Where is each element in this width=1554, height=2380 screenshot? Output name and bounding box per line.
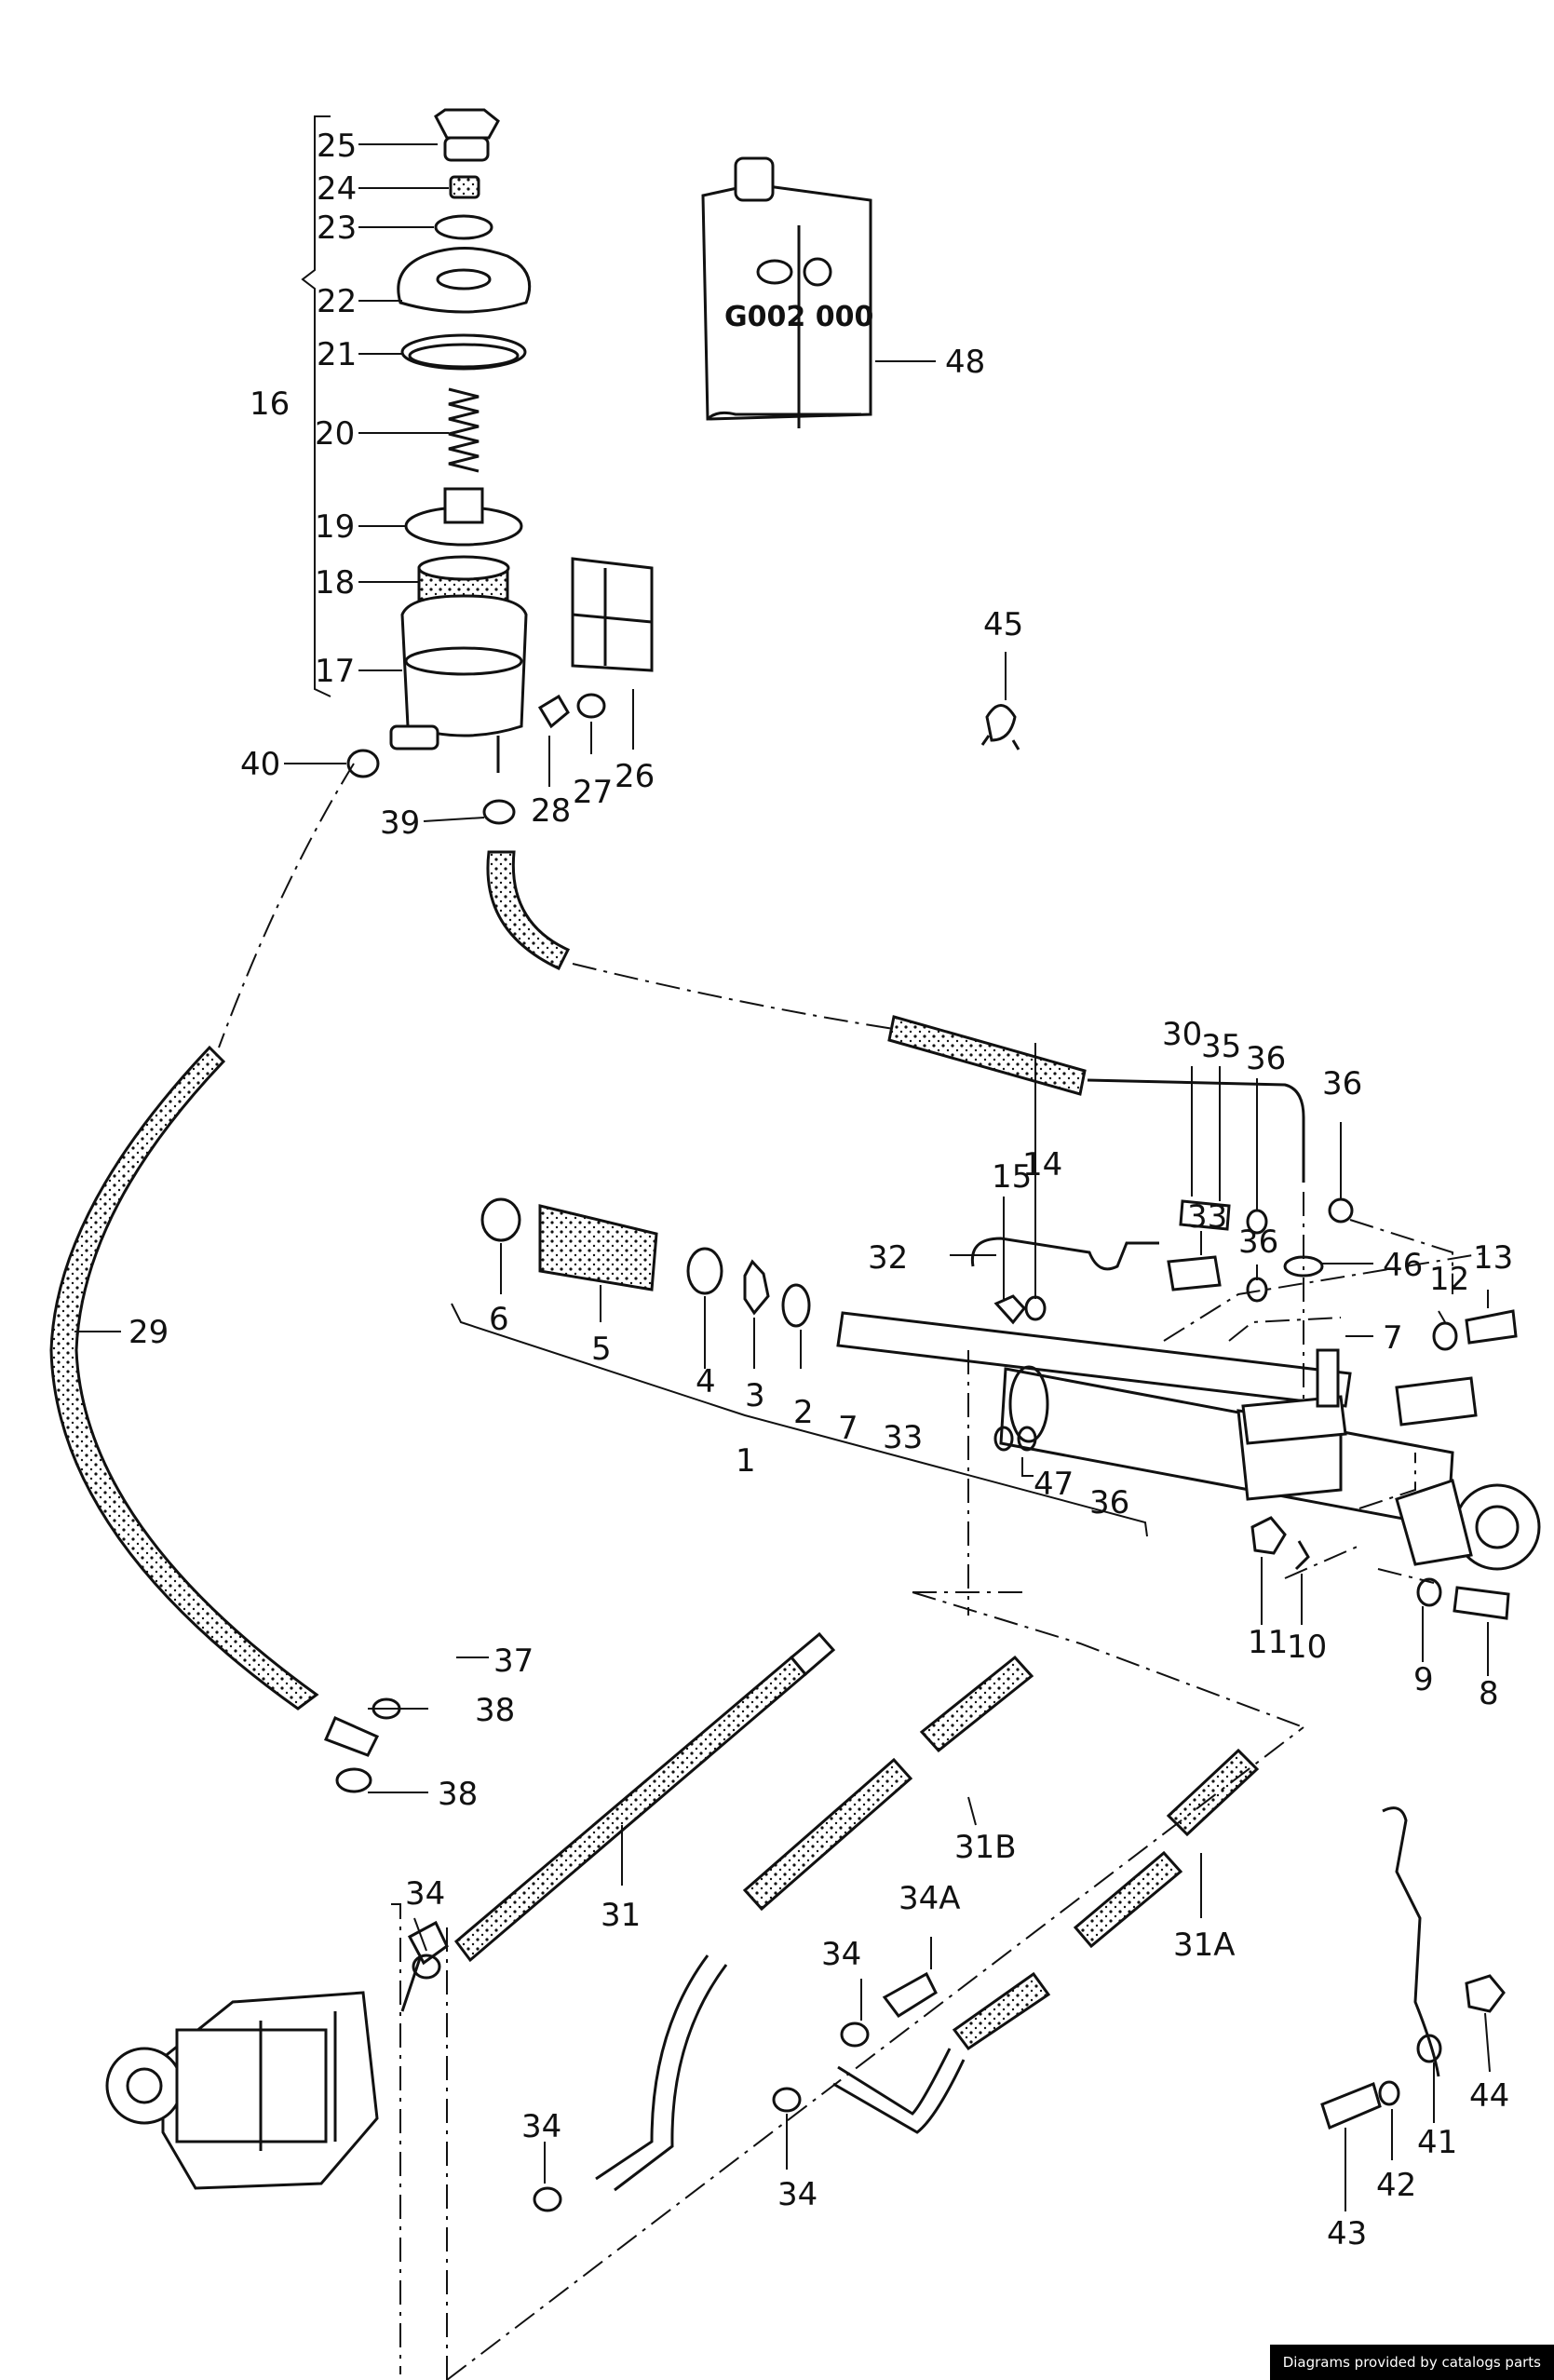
label-9: 9 [1413, 1661, 1434, 1698]
label-44: 44 [1469, 2077, 1509, 2115]
label-15: 15 [992, 1158, 1032, 1196]
can-part-number: G002 000 [724, 301, 873, 333]
label-47: 47 [1034, 1466, 1074, 1503]
label-8: 8 [1479, 1675, 1499, 1712]
part-labels: 25 24 23 16 22 21 20 19 18 17 40 39 28 2… [128, 128, 1513, 2252]
label-31: 31 [601, 1897, 641, 1934]
label-43: 43 [1327, 2215, 1367, 2252]
diagram-credit: Diagrams provided by catalogs parts [1269, 2345, 1554, 2380]
label-36-c: 36 [1238, 1224, 1278, 1261]
label-41: 41 [1417, 2124, 1457, 2161]
label-31a: 31A [1173, 1927, 1236, 1964]
label-31b: 31B [954, 1829, 1017, 1866]
connection-lines [391, 1192, 1491, 2380]
label-21: 21 [317, 336, 357, 373]
label-40: 40 [240, 746, 280, 783]
label-34-d: 34 [777, 2176, 818, 2213]
label-36-d: 36 [1089, 1484, 1129, 1521]
label-5: 5 [591, 1331, 612, 1368]
label-16: 16 [250, 385, 290, 423]
label-18: 18 [315, 564, 355, 602]
leader-lines [74, 143, 1491, 2211]
label-17: 17 [315, 653, 355, 690]
label-37: 37 [493, 1643, 534, 1680]
label-6: 6 [489, 1301, 509, 1338]
label-25: 25 [317, 128, 357, 165]
label-24: 24 [317, 170, 357, 208]
label-34-c: 34 [521, 2108, 561, 2145]
label-36-a: 36 [1246, 1040, 1286, 1077]
label-10: 10 [1287, 1629, 1327, 1666]
label-13: 13 [1473, 1239, 1513, 1277]
steering-rack [480, 1197, 1541, 1620]
label-33-b: 33 [883, 1419, 923, 1456]
label-34-b: 34 [821, 1936, 861, 1973]
label-28: 28 [531, 792, 571, 830]
label-35: 35 [1201, 1028, 1241, 1065]
label-1: 1 [736, 1442, 756, 1480]
label-22: 22 [317, 283, 357, 320]
fluid-can: G002 000 [701, 156, 873, 428]
label-19: 19 [315, 508, 355, 546]
label-39: 39 [380, 805, 420, 842]
label-2: 2 [793, 1394, 814, 1431]
label-33-a: 33 [1187, 1198, 1227, 1236]
label-46: 46 [1383, 1247, 1423, 1284]
label-48: 48 [945, 344, 985, 381]
label-14: 14 [1022, 1146, 1062, 1183]
label-42: 42 [1376, 2167, 1416, 2204]
label-4: 4 [696, 1363, 716, 1400]
label-29: 29 [128, 1314, 169, 1351]
label-11: 11 [1248, 1624, 1288, 1661]
label-27: 27 [573, 774, 613, 811]
label-23: 23 [317, 210, 357, 247]
reservoir-assembly [301, 108, 654, 825]
label-3: 3 [745, 1377, 765, 1414]
hoses [49, 763, 1305, 2192]
label-38-b: 38 [438, 1776, 478, 1813]
label-45: 45 [983, 606, 1023, 643]
label-12: 12 [1429, 1261, 1469, 1298]
power-steering-pump [105, 1697, 449, 2190]
label-34-a: 34 [405, 1875, 445, 1913]
label-36-b: 36 [1322, 1065, 1362, 1102]
small-fittings [412, 704, 1506, 2212]
label-7-b: 7 [838, 1410, 858, 1447]
label-32: 32 [868, 1239, 908, 1277]
label-26: 26 [615, 758, 655, 795]
label-34a-part: 34A [899, 1880, 961, 1917]
label-20: 20 [315, 415, 355, 453]
label-38-a: 38 [475, 1692, 515, 1729]
label-30: 30 [1162, 1016, 1202, 1053]
label-7-a: 7 [1383, 1319, 1403, 1357]
